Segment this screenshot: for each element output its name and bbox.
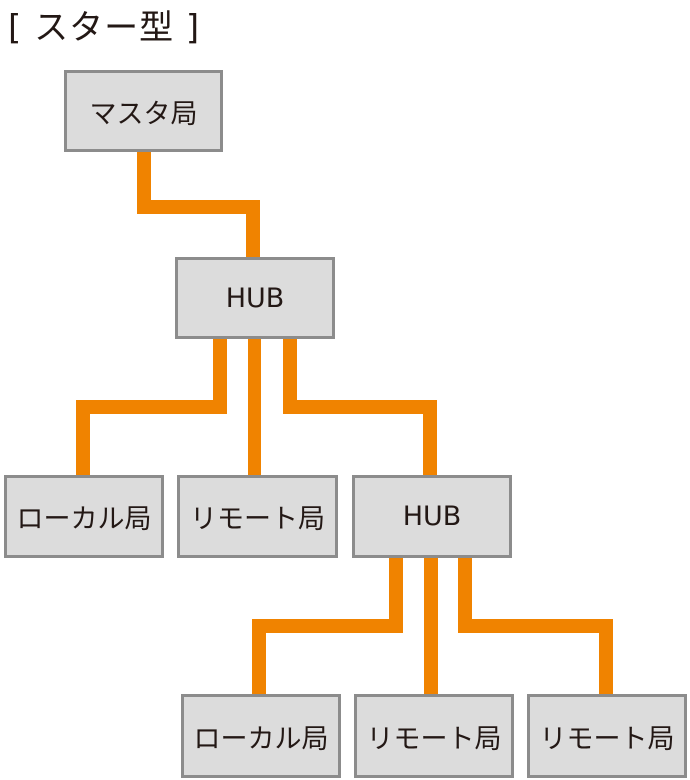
node-local-station-2: ローカル局 (181, 694, 341, 778)
wire-hub2-remote2 (424, 557, 438, 695)
node-label: リモート局 (190, 504, 325, 535)
node-remote-station-2: リモート局 (354, 694, 514, 778)
wire-hub1-local1 (213, 338, 227, 414)
wire-hub2-remote3 (458, 619, 613, 633)
wire-hub1-hub2 (423, 400, 437, 476)
node-remote-station-1: リモート局 (177, 475, 338, 558)
wire-hub2-remote3 (599, 619, 613, 695)
node-remote-station-3: リモート局 (527, 694, 687, 778)
wire-master-hub1 (137, 200, 260, 214)
diagram-title: [ スター型 ] (8, 8, 201, 48)
node-label: リモート局 (366, 723, 502, 755)
wire-master-hub1 (137, 151, 151, 214)
wire-hub1-hub2 (283, 400, 437, 414)
node-label: ローカル局 (193, 723, 329, 755)
wire-hub1-remote1 (248, 338, 261, 476)
wire-hub2-remote3 (458, 557, 472, 633)
wire-hub2-local2 (252, 619, 266, 695)
node-label: HUB (402, 501, 462, 532)
wire-hub2-local2 (389, 557, 403, 633)
node-hub-1: HUB (175, 257, 335, 339)
node-label: HUB (225, 282, 285, 314)
wire-master-hub1 (246, 200, 260, 258)
wire-hub1-hub2 (283, 338, 297, 414)
wire-hub1-local1 (76, 400, 90, 476)
wire-hub1-local1 (76, 400, 227, 414)
node-master-station: マスタ局 (64, 70, 223, 152)
node-label: ローカル局 (16, 504, 152, 535)
node-label: マスタ局 (89, 98, 198, 130)
node-label: リモート局 (539, 723, 675, 755)
wire-hub2-local2 (252, 619, 403, 633)
node-hub-2: HUB (352, 475, 512, 558)
node-local-station-1: ローカル局 (4, 475, 164, 558)
